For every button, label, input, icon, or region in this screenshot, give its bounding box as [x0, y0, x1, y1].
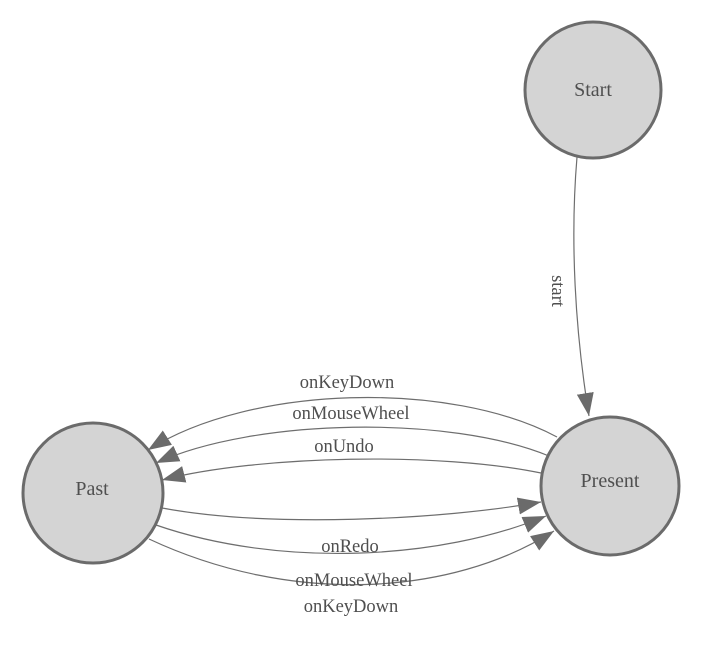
- edge-label-onundo: onUndo: [314, 437, 374, 457]
- state-node-past: Past: [21, 421, 165, 565]
- node-group: Start Past Present: [21, 20, 681, 565]
- edge-present-to-past-onmousewheel: [155, 426, 550, 464]
- state-circle-past: [21, 421, 165, 565]
- edge-label-start: start: [547, 275, 567, 308]
- state-node-present: Present: [539, 415, 681, 557]
- edge-past-to-present-onkeydown: [148, 530, 555, 586]
- state-node-start: Start: [523, 20, 663, 160]
- edge-label-onmousewheel-bottom: onMouseWheel: [295, 571, 412, 591]
- state-circle-start: [523, 20, 663, 160]
- state-label-present: Present: [581, 470, 640, 492]
- edge-group: [147, 156, 594, 586]
- state-label-past: Past: [75, 478, 109, 500]
- edge-present-to-past-onundo: [161, 458, 542, 483]
- edge-label-onkeydown-bottom: onKeyDown: [304, 597, 399, 617]
- state-label-start: Start: [574, 79, 612, 101]
- edge-past-to-present-onmousewheel: [155, 515, 547, 554]
- edge-past-to-present-onredo: [161, 497, 542, 521]
- edge-present-to-past-onkeydown: [147, 396, 558, 451]
- edge-label-onkeydown-top: onKeyDown: [300, 373, 395, 393]
- edge-label-onredo: onRedo: [321, 537, 379, 557]
- edge-label-onmousewheel-top: onMouseWheel: [292, 404, 409, 424]
- edge-start-to-present: [573, 156, 594, 417]
- edge-label-group: start onKeyDown onMouseWheel onUndo onRe…: [292, 275, 567, 617]
- state-circle-present: [539, 415, 681, 557]
